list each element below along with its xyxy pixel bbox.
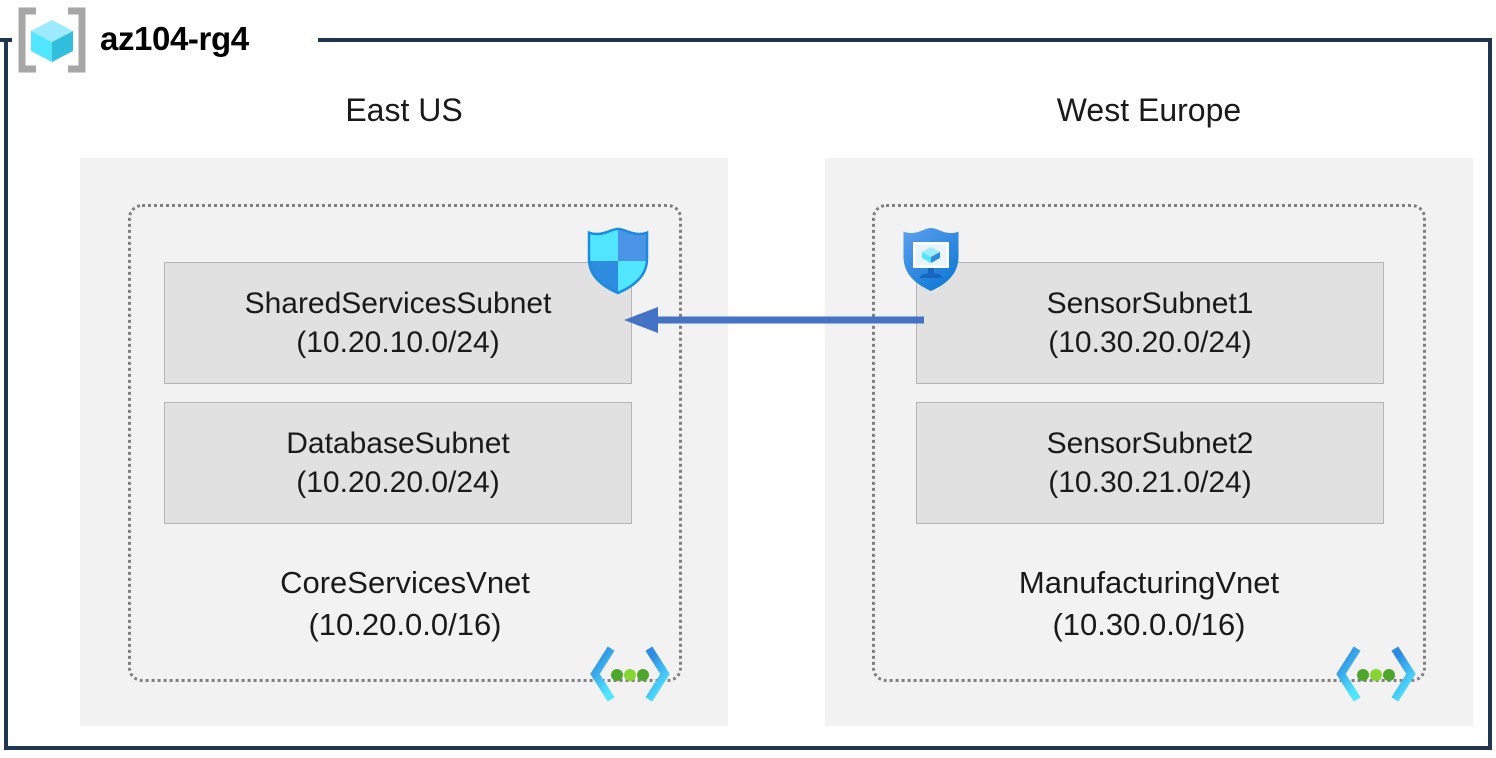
virtual-network-icon	[590, 646, 670, 702]
subnet-address-prefix: (10.20.20.0/24)	[296, 466, 500, 499]
subnet-box-sensorsubnet2[interactable]: SensorSubnet2 (10.30.21.0/24)	[916, 402, 1384, 524]
vnet-container-coreservicesvnet	[128, 204, 682, 682]
resource-group-frame	[4, 38, 1492, 750]
vnet-caption-manufacturingvnet: ManufacturingVnet (10.30.0.0/16)	[872, 562, 1426, 646]
defender-for-servers-shield-icon	[898, 225, 964, 295]
subnet-address-prefix: (10.20.10.0/24)	[296, 326, 500, 359]
vnet-caption-coreservicesvnet: CoreServicesVnet (10.20.0.0/16)	[128, 562, 682, 646]
resource-group-frame-top-left	[0, 38, 12, 42]
subnet-box-databasesubnet[interactable]: DatabaseSubnet (10.20.20.0/24)	[164, 402, 632, 524]
vnet-name: CoreServicesVnet	[280, 565, 530, 600]
virtual-network-icon	[1336, 646, 1416, 702]
subnet-box-sharedservicessubnet[interactable]: SharedServicesSubnet (10.20.10.0/24)	[164, 262, 632, 384]
resource-group-title: az104-rg4	[100, 20, 249, 57]
region-label-west-europe: West Europe	[1056, 92, 1242, 128]
resource-group-cube-icon	[14, 7, 90, 73]
subnet-name: SensorSubnet1	[1046, 287, 1254, 320]
subnet-name: SensorSubnet2	[1046, 427, 1254, 460]
peering-arrow-left-icon	[624, 306, 924, 334]
vnet-address-space: (10.20.0.0/16)	[308, 607, 502, 642]
vnet-name: ManufacturingVnet	[1018, 565, 1280, 600]
vnet-address-space: (10.30.0.0/16)	[1052, 607, 1246, 642]
subnet-box-sensorsubnet1[interactable]: SensorSubnet1 (10.30.20.0/24)	[916, 262, 1384, 384]
vnet-container-manufacturingvnet	[872, 204, 1426, 682]
subnet-address-prefix: (10.30.21.0/24)	[1048, 466, 1252, 499]
subnet-name: SharedServicesSubnet	[244, 287, 552, 320]
network-security-group-shield-icon	[583, 225, 653, 295]
resource-group-frame-top-right	[318, 38, 1492, 42]
region-label-east-us: East US	[345, 92, 463, 128]
subnet-name: DatabaseSubnet	[286, 427, 510, 460]
subnet-address-prefix: (10.30.20.0/24)	[1048, 326, 1252, 359]
